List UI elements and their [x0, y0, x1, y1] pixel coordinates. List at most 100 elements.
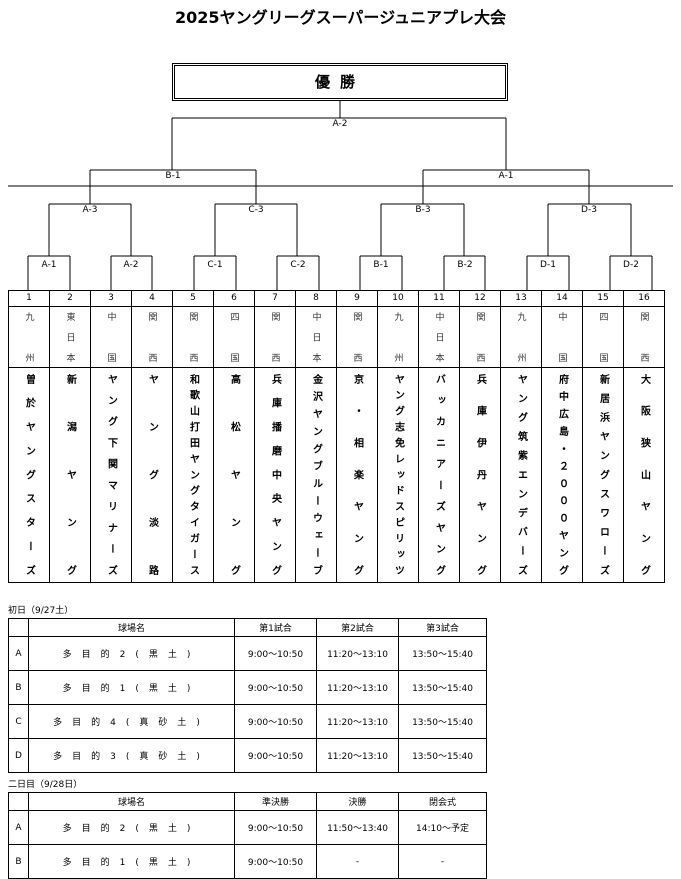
team-region: 中日本 [433, 312, 444, 364]
team-name: 新潟ヤング [64, 374, 76, 576]
tournament-bracket [8, 101, 673, 290]
team-region: 中日本 [310, 312, 321, 364]
table-row: A 多目的2(黒土) 9:00～10:50 11:20～13:10 13:50～… [8, 636, 487, 671]
team-number: 15 [582, 290, 624, 307]
field-id: D [8, 738, 29, 773]
table-header-row: 球場名 準決勝 決勝 閉会式 [8, 792, 487, 811]
team-region: 九州 [515, 312, 526, 364]
field-id: B [8, 844, 29, 879]
first-round-label: D-1 [538, 260, 558, 271]
team-name: ヤング下関マリナーズ [105, 374, 117, 576]
team-name: ヤング筑紫エンデバーズ [515, 374, 527, 576]
table-row: C 多目的4(真砂土) 9:00～10:50 11:20～13:10 13:50… [8, 704, 487, 739]
column-header: 球場名 [28, 792, 235, 811]
venue-name: 多目的2(黒土) [28, 810, 235, 845]
team-number: 12 [459, 290, 501, 307]
time-cell: 9:00～10:50 [234, 670, 317, 705]
time-cell: 13:50～15:40 [398, 670, 487, 705]
column-header: 準決勝 [234, 792, 317, 811]
team-region: 中国 [556, 312, 567, 364]
team-region: 東日本 [64, 312, 75, 364]
team-region-row: 九州 東日本 中国 関西 関西 四国 関西 中日本 関西 九州 中日本 関西 九… [8, 306, 665, 368]
table-header-row: 球場名 第1試合 第2試合 第3試合 [8, 618, 487, 637]
field-id: B [8, 670, 29, 705]
quarter-label: C-3 [246, 205, 266, 216]
day2-schedule-table: 球場名 準決勝 決勝 閉会式 A 多目的2(黒土) 9:00～10:50 11:… [8, 792, 487, 879]
table-row: B 多目的1(黒土) 9:00～10:50 11:20～13:10 13:50～… [8, 670, 487, 705]
team-region: 関西 [638, 312, 649, 364]
first-round-label: C-2 [288, 260, 308, 271]
semi-label: A-1 [496, 171, 516, 182]
team-name: 和歌山打田ヤングタイガース [187, 374, 199, 576]
final-label: A-2 [330, 119, 350, 130]
team-region: 中国 [105, 312, 116, 364]
team-number: 8 [295, 290, 337, 307]
day2-label: 二日目（9/28日） [8, 780, 83, 790]
team-region: 関西 [146, 312, 157, 364]
team-number: 1 [8, 290, 50, 307]
team-region: 九州 [392, 312, 403, 364]
team-number: 7 [254, 290, 296, 307]
column-header: 第3試合 [398, 618, 487, 637]
time-cell: 9:00～10:50 [234, 810, 317, 845]
day1-schedule-table: 球場名 第1試合 第2試合 第3試合 A 多目的2(黒土) 9:00～10:50… [8, 618, 487, 773]
team-name: 新居浜ヤングスワローズ [597, 374, 609, 576]
page-title: 2025ヤングリーグスーパージュニアプレ大会 [175, 8, 506, 27]
team-name: ヤング淡路 [146, 374, 158, 576]
column-header: 決勝 [316, 792, 399, 811]
team-region: 四国 [228, 312, 239, 364]
team-name: 府中広島・２０００ヤング [556, 374, 568, 576]
time-cell: 14:10～予定 [398, 810, 487, 845]
team-name: 金沢ヤングブルーウェーブ [310, 374, 322, 576]
team-region: 四国 [597, 312, 608, 364]
team-region: 九州 [23, 312, 34, 364]
team-number: 13 [500, 290, 542, 307]
team-number: 11 [418, 290, 460, 307]
time-cell: 9:00～10:50 [234, 704, 317, 739]
first-round-label: D-2 [621, 260, 641, 271]
team-table: 1 2 3 4 5 6 7 8 9 10 11 12 13 14 15 16 九… [8, 290, 665, 583]
table-row: A 多目的2(黒土) 9:00～10:50 11:50～13:40 14:10～… [8, 810, 487, 845]
first-round-label: B-1 [371, 260, 391, 271]
semi-label: B-1 [163, 171, 183, 182]
time-cell: 13:50～15:40 [398, 636, 487, 671]
team-number: 16 [623, 290, 665, 307]
team-number: 10 [377, 290, 419, 307]
team-name: 大阪狭山ヤング [638, 374, 650, 576]
table-row: D 多目的3(真砂土) 9:00～10:50 11:20～13:10 13:50… [8, 738, 487, 773]
quarter-label: A-3 [80, 205, 100, 216]
team-name: 兵庫播磨中央ヤング [269, 374, 281, 576]
team-region: 関西 [474, 312, 485, 364]
team-name: 曽於ヤングスターズ [23, 374, 35, 576]
champion-box: 優勝 [172, 63, 508, 101]
time-cell: 13:50～15:40 [398, 704, 487, 739]
team-number: 9 [336, 290, 378, 307]
team-number: 14 [541, 290, 583, 307]
first-round-label: A-2 [121, 260, 141, 271]
team-number: 4 [131, 290, 173, 307]
team-region: 関西 [187, 312, 198, 364]
time-cell: - [316, 844, 399, 879]
time-cell: 9:00～10:50 [234, 844, 317, 879]
column-header: 第2試合 [316, 618, 399, 637]
time-cell: 11:20～13:10 [316, 670, 399, 705]
time-cell: 11:20～13:10 [316, 738, 399, 773]
team-name: 兵庫伊丹ヤング [474, 374, 486, 576]
time-cell: 9:00～10:50 [234, 738, 317, 773]
team-number: 6 [213, 290, 255, 307]
quarter-label: D-3 [579, 205, 599, 216]
venue-name: 多目的4(真砂土) [28, 704, 235, 739]
team-name-row: 曽於ヤングスターズ 新潟ヤング ヤング下関マリナーズ ヤング淡路 和歌山打田ヤン… [8, 367, 665, 583]
team-region: 関西 [269, 312, 280, 364]
time-cell: 11:20～13:10 [316, 704, 399, 739]
team-name: ヤング志免レッドスピリッツ [392, 374, 404, 576]
time-cell: 9:00～10:50 [234, 636, 317, 671]
venue-name: 多目的2(黒土) [28, 636, 235, 671]
venue-name: 多目的1(黒土) [28, 844, 235, 879]
team-name: 京・相楽ヤング [351, 374, 363, 576]
first-round-label: A-1 [39, 260, 59, 271]
first-round-label: B-2 [455, 260, 475, 271]
time-cell: - [398, 844, 487, 879]
team-name: 高松ヤング [228, 374, 240, 576]
first-round-label: C-1 [205, 260, 225, 271]
